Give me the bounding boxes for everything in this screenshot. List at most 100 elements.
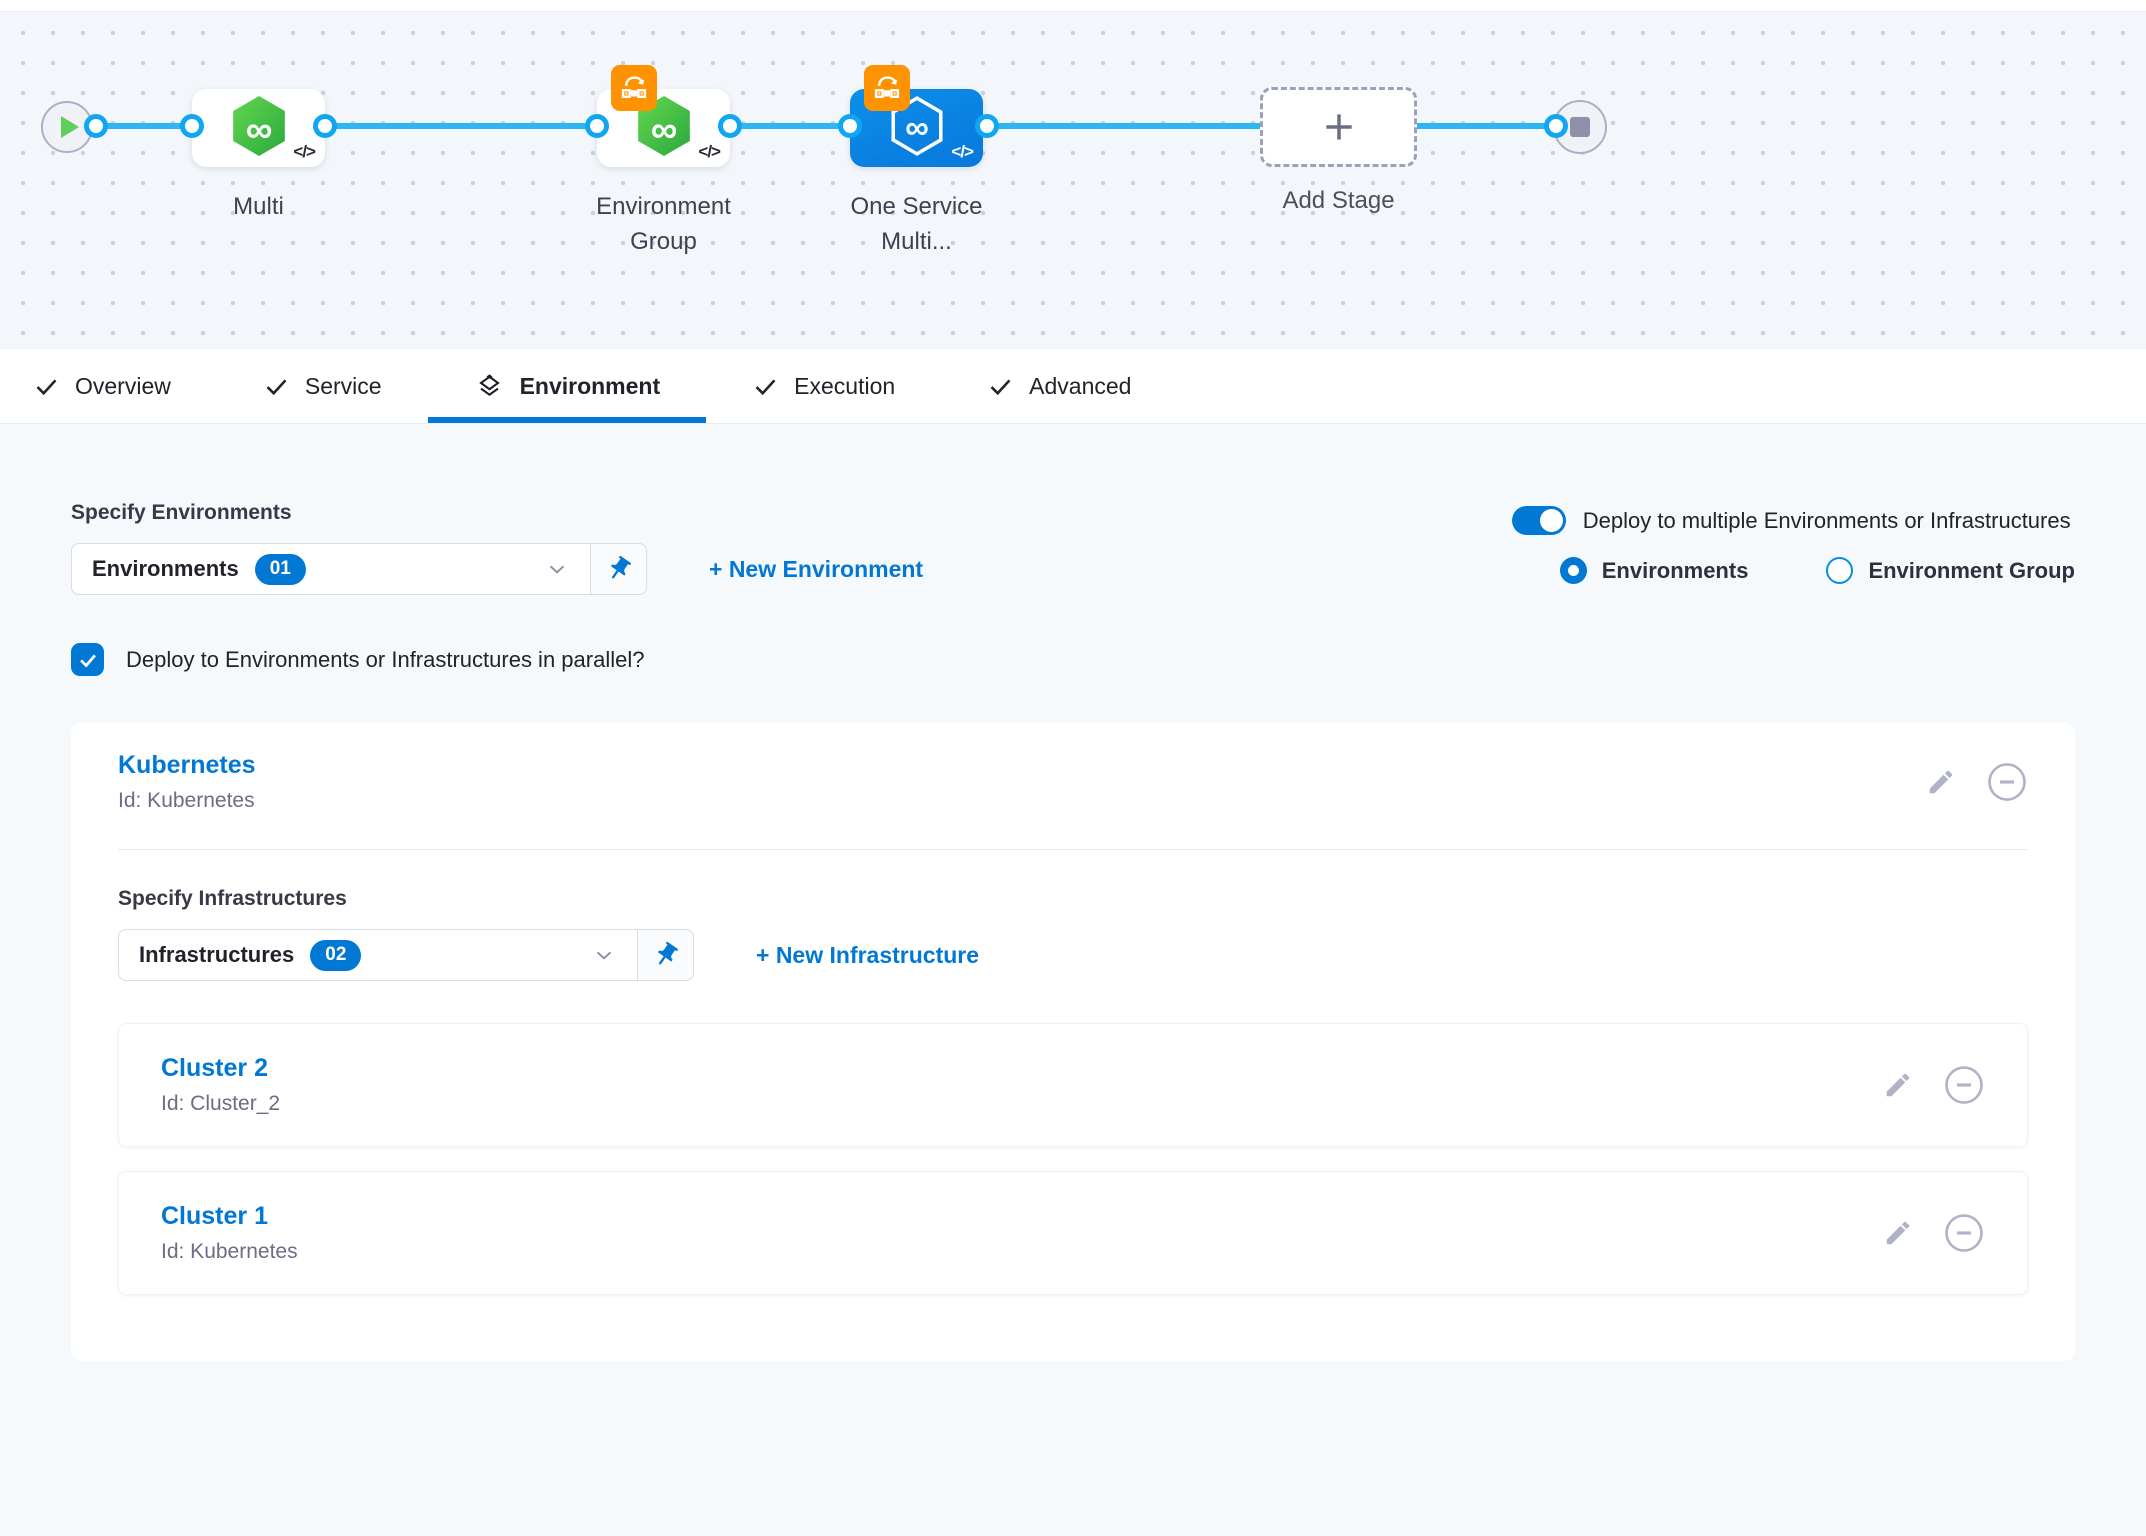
rolling-deploy-badge-icon (864, 65, 910, 111)
radio-environment-group-label: Environment Group (1868, 557, 2075, 583)
edit-infrastructure-button[interactable] (1883, 1218, 1913, 1248)
connector-port[interactable] (585, 114, 609, 138)
stop-icon (1570, 117, 1590, 137)
infrastructures-dropdown[interactable]: Infrastructures 02 (118, 929, 694, 981)
connector-port[interactable] (718, 114, 742, 138)
pipeline-canvas: ∞ </> Multi (0, 12, 2146, 349)
edit-environment-button[interactable] (1926, 767, 1956, 797)
add-stage-label: Add Stage (1282, 187, 1395, 214)
chevron-down-icon (591, 942, 617, 968)
chevron-down-icon (544, 556, 570, 582)
environments-count-badge: 01 (254, 553, 306, 585)
tab-environment[interactable]: Environment (428, 349, 707, 423)
tab-label: Environment (519, 372, 661, 399)
stage-label: Environment Group (596, 193, 731, 255)
environment-id: Id: Kubernetes (118, 789, 255, 812)
divider (118, 849, 2028, 850)
infrastructures-dropdown-value: Infrastructures (139, 942, 295, 967)
infrastructure-name-link[interactable]: Cluster 1 (161, 1202, 268, 1230)
minus-circle-icon (1988, 763, 2026, 801)
parallel-deploy-checkbox[interactable] (71, 643, 104, 676)
environments-dropdown[interactable]: Environments 01 (71, 543, 647, 595)
environment-row: Kubernetes Id: Kubernetes (118, 751, 2028, 813)
minus-circle-icon (1945, 1214, 1983, 1252)
pipeline-start-node (41, 101, 93, 153)
deploy-options-block: Deploy to multiple Environments or Infra… (1511, 501, 2075, 584)
svg-text:∞: ∞ (905, 109, 929, 146)
stage-card[interactable]: ∞ </> (597, 65, 730, 167)
stage-card-selected[interactable]: ∞ </> (850, 65, 983, 167)
stage-node-environment-group[interactable]: ∞ </> Environment Group (596, 65, 731, 259)
svg-text:∞: ∞ (245, 108, 272, 150)
tab-service[interactable]: Service (217, 349, 428, 423)
check-icon (79, 654, 96, 668)
check-icon (266, 378, 287, 395)
parallel-deploy-label: Deploy to Environments or Infrastructure… (126, 646, 645, 672)
infrastructure-name-link[interactable]: Cluster 2 (161, 1054, 268, 1082)
new-environment-link[interactable]: + New Environment (709, 555, 924, 582)
deploy-multiple-toggle[interactable] (1511, 506, 1566, 535)
environments-dropdown-value: Environments (92, 556, 239, 581)
connector-port[interactable] (1544, 114, 1568, 138)
stage-card[interactable]: ∞ </> (192, 89, 325, 167)
pencil-icon (1886, 1221, 1910, 1245)
tab-overview[interactable]: Overview (0, 349, 217, 423)
environment-name-link[interactable]: Kubernetes (118, 751, 256, 779)
radio-environments[interactable]: Environments (1559, 557, 1749, 584)
specify-environments-label: Specify Environments (71, 501, 292, 524)
tab-label: Overview (75, 372, 171, 399)
specify-infrastructures-label: Specify Infrastructures (118, 887, 347, 910)
tab-label: Service (304, 372, 382, 399)
pin-infrastructures-button[interactable] (638, 929, 694, 981)
infrastructure-card: Cluster 1 Id: Kubernetes (118, 1171, 2028, 1295)
check-icon (990, 378, 1011, 395)
tab-label: Execution (794, 372, 896, 399)
check-icon (36, 378, 57, 395)
environments-dropdown-field[interactable]: Environments 01 (71, 543, 591, 595)
pipeline-connector-line (93, 123, 1556, 129)
svg-text:∞: ∞ (650, 108, 677, 150)
pencil-icon (1886, 1073, 1910, 1097)
top-strip (0, 0, 2146, 12)
radio-environments-label: Environments (1601, 557, 1749, 583)
stage-node-multi[interactable]: ∞ </> Multi (192, 89, 325, 224)
deploy-multiple-label: Deploy to multiple Environments or Infra… (1582, 507, 2071, 533)
pin-environments-button[interactable] (591, 543, 647, 595)
tab-advanced[interactable]: Advanced (941, 349, 1177, 423)
tab-execution[interactable]: Execution (706, 349, 941, 423)
stage-node-one-service-multi[interactable]: ∞ </> One Service Multi... (850, 65, 983, 259)
radio-environment-group[interactable]: Environment Group (1826, 557, 2075, 584)
environment-tab-panel: Specify Environments Environments 01 (0, 424, 2146, 1536)
edit-infrastructure-button[interactable] (1883, 1070, 1913, 1100)
play-icon (61, 116, 79, 138)
remove-infrastructure-button[interactable] (1943, 1064, 1985, 1106)
connector-port[interactable] (313, 114, 337, 138)
add-stage-button[interactable] (1260, 87, 1417, 167)
connector-port[interactable] (975, 114, 999, 138)
remove-environment-button[interactable] (1986, 761, 2028, 803)
radio-unselected-icon (1826, 557, 1854, 584)
infrastructures-dropdown-field[interactable]: Infrastructures 02 (118, 929, 638, 981)
pencil-icon (1929, 770, 1953, 794)
harness-deploy-icon-white: ∞ (888, 95, 946, 162)
infrastructures-count-badge: 02 (310, 939, 362, 971)
add-stage-node[interactable]: Add Stage (1260, 87, 1417, 215)
code-glyph: </> (293, 142, 316, 161)
minus-circle-icon (1945, 1066, 1983, 1104)
environment-icon (478, 373, 500, 396)
infrastructure-card: Cluster 2 Id: Cluster_2 (118, 1023, 2028, 1147)
stage-label: One Service Multi... (850, 193, 983, 255)
remove-infrastructure-button[interactable] (1943, 1212, 1985, 1254)
stage-label: Multi (233, 193, 284, 220)
toggle-knob (1539, 509, 1563, 532)
environment-card: Kubernetes Id: Kubernetes (71, 723, 2075, 1361)
pin-icon (610, 555, 631, 579)
code-glyph: </> (698, 142, 721, 161)
new-infrastructure-link[interactable]: + New Infrastructure (756, 941, 980, 968)
connector-port[interactable] (838, 114, 862, 138)
radio-selected-icon (1559, 557, 1587, 584)
connector-port[interactable] (180, 114, 204, 138)
rolling-deploy-badge-icon (611, 65, 657, 111)
connector-port[interactable] (84, 114, 108, 138)
